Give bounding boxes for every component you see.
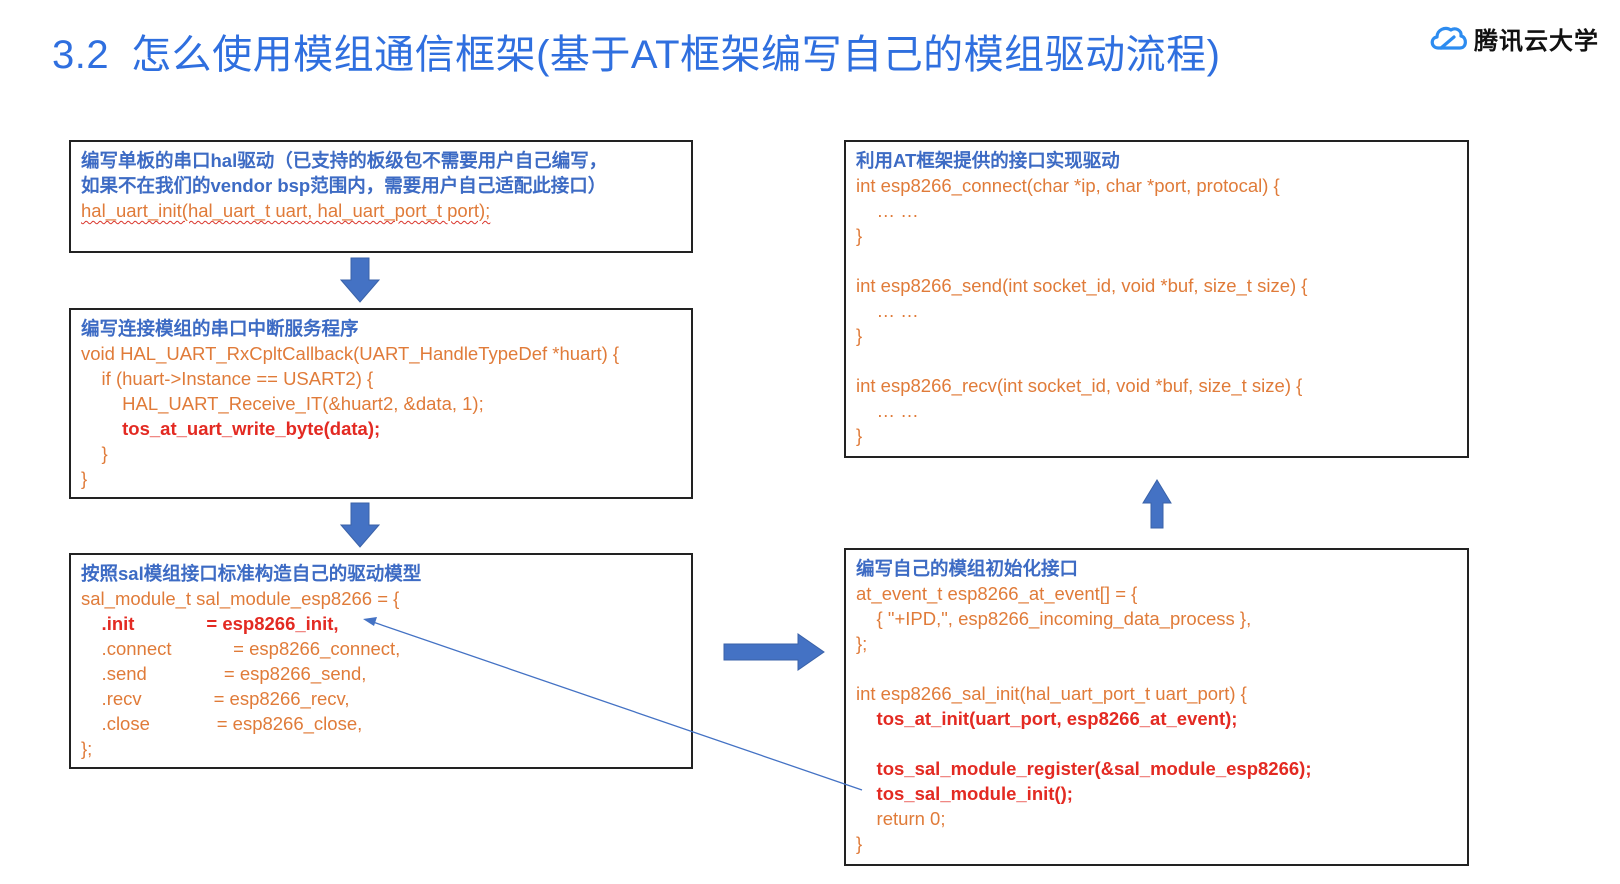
code-line: … … [856, 200, 919, 221]
section-number: 3.2 [52, 33, 110, 77]
code-line-highlight: tos_at_uart_write_byte(data); [81, 418, 381, 439]
code-line: .close = esp8266_close, [81, 713, 363, 734]
code-line: }; [81, 738, 93, 759]
code-line-highlight: tos_sal_module_init(); [856, 783, 1073, 804]
code-line: } [81, 468, 88, 489]
code-line-highlight: tos_sal_module_register(&sal_module_esp8… [856, 758, 1312, 779]
code-line-highlight: .init = esp8266_init, [81, 613, 339, 634]
sal-driver-model-box: 按照sal模组接口标准构造自己的驱动模型 sal_module_t sal_mo… [69, 553, 693, 769]
code-line: return 0; [856, 808, 946, 829]
code-line: void HAL_UART_RxCpltCallback(UART_Handle… [81, 343, 620, 364]
code-line: if (huart->Instance == USART2) { [81, 368, 374, 389]
code-line: .connect = esp8266_connect, [81, 638, 401, 659]
code-line: … … [856, 400, 919, 421]
cloud-icon [1430, 26, 1467, 50]
code-line: } [81, 443, 108, 464]
code-line: … … [856, 300, 919, 321]
box2-header: 编写连接模组的串口中断服务程序 [81, 318, 359, 339]
code-line: .send = esp8266_send, [81, 663, 367, 684]
code-line: int esp8266_connect(char *ip, char *port… [856, 175, 1280, 196]
box5-header: 编写自己的模组初始化接口 [856, 558, 1079, 579]
code-line: int esp8266_send(int socket_id, void *bu… [856, 275, 1308, 296]
code-line: }; [856, 633, 868, 654]
box4-header: 利用AT框架提供的接口实现驱动 [856, 150, 1120, 171]
box1-header-line2: 如果不在我们的vendor bsp范围内，需要用户自己适配此接口） [81, 175, 607, 196]
code-line: at_event_t esp8266_at_event[] = { [856, 583, 1138, 604]
code-line: { "+IPD,", esp8266_incoming_data_process… [856, 608, 1252, 629]
code-line: } [856, 325, 863, 346]
code-line: } [856, 225, 863, 246]
module-init-box: 编写自己的模组初始化接口 at_event_t esp8266_at_event… [844, 548, 1469, 866]
reference-connector-line [369, 620, 863, 791]
down-arrow-icon [339, 502, 381, 548]
page-title: 3.2 怎么使用模组通信框架(基于AT框架编写自己的模组驱动流程) [52, 22, 1220, 80]
at-framework-driver-box: 利用AT框架提供的接口实现驱动 int esp8266_connect(char… [844, 140, 1469, 458]
code-line: int esp8266_recv(int socket_id, void *bu… [856, 375, 1303, 396]
code-line: } [856, 833, 863, 854]
right-arrow-icon [723, 633, 825, 671]
logo-text: 腾讯云大学 [1474, 27, 1599, 55]
box1-header-line1: 编写单板的串口hal驱动（已支持的板级包不需要用户自己编写， [81, 150, 608, 171]
down-arrow-icon [339, 257, 381, 303]
code-line: int esp8266_sal_init(hal_uart_port_t uar… [856, 683, 1247, 704]
box1-code-line: hal_uart_init(hal_uart_t uart, hal_uart_… [81, 200, 491, 221]
box3-header: 按照sal模组接口标准构造自己的驱动模型 [81, 563, 422, 584]
title-text: 怎么使用模组通信框架(基于AT框架编写自己的模组驱动流程) [131, 33, 1221, 77]
code-line: sal_module_t sal_module_esp8266 = { [81, 588, 400, 609]
tencent-cloud-university-logo: 腾讯云大学 [1428, 20, 1599, 56]
code-line: HAL_UART_Receive_IT(&huart2, &data, 1); [81, 393, 484, 414]
code-line: .recv = esp8266_recv, [81, 688, 350, 709]
reference-arrowhead-icon [363, 617, 377, 626]
hal-uart-driver-box: 编写单板的串口hal驱动（已支持的板级包不需要用户自己编写， 如果不在我们的ve… [69, 140, 693, 253]
code-line: } [856, 425, 863, 446]
up-arrow-icon [1142, 479, 1172, 529]
code-line-highlight: tos_at_init(uart_port, esp8266_at_event)… [856, 708, 1238, 729]
uart-isr-box: 编写连接模组的串口中断服务程序 void HAL_UART_RxCpltCall… [69, 308, 693, 499]
